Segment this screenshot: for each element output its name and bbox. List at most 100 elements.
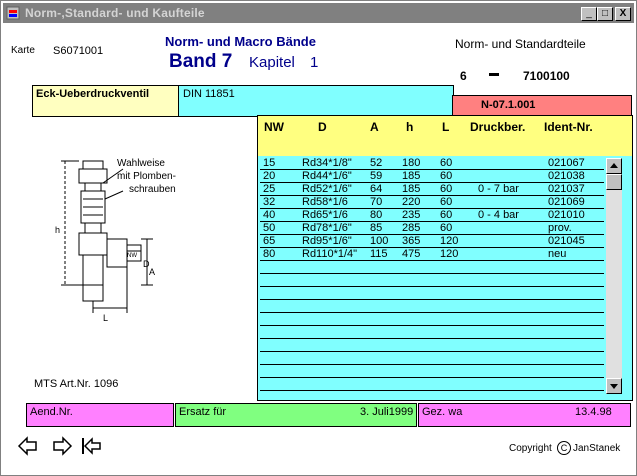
title-bar[interactable]: Norm-,Standard- und Kaufteile _ □ X xyxy=(3,3,634,23)
table-cell: 220 xyxy=(402,196,421,208)
drawing-note-1: Wahlweise xyxy=(117,158,165,169)
din-field: DIN 11851 xyxy=(178,85,454,117)
table-row[interactable]: 32 Rd58*1/6 70 220 60 021069 xyxy=(260,196,604,209)
table-cell: 021067 xyxy=(548,157,585,169)
table-row[interactable]: 15 Rd34*1/8" 52 180 60 021067 xyxy=(260,157,604,170)
arrow-first-icon[interactable] xyxy=(80,435,102,457)
ersatz-field[interactable]: Ersatz für 3. Juli1999 xyxy=(175,403,417,427)
arrow-left-icon[interactable] xyxy=(17,435,39,457)
table-cell: 15 xyxy=(263,157,276,169)
table-cell: 365 xyxy=(402,235,421,247)
mts-number: MTS Art.Nr. 1096 xyxy=(34,378,119,390)
arrow-right-icon[interactable] xyxy=(51,435,73,457)
table-cell: 40 xyxy=(263,209,276,221)
scroll-down-button[interactable] xyxy=(606,378,622,394)
table-cell: 120 xyxy=(440,248,459,260)
band-title: Band 7 xyxy=(169,51,233,72)
table-cell: Rd95*1/6" xyxy=(302,235,352,247)
table-cell: 65 xyxy=(263,235,276,247)
main-content: Karte S6071001 Norm- und Macro Bände Ban… xyxy=(3,23,634,473)
copyright-label: Copyright xyxy=(509,443,552,454)
table-cell: 185 xyxy=(402,183,421,195)
table-cell: 60 xyxy=(440,157,453,169)
copyright-symbol: C xyxy=(557,441,571,455)
scroll-up-button[interactable] xyxy=(606,158,622,174)
table-cell: Rd34*1/8" xyxy=(302,157,352,169)
table-cell: Rd44*1/6" xyxy=(302,170,352,182)
karte-value: S6071001 xyxy=(53,45,104,57)
table-cell: 0 - 4 bar xyxy=(478,209,519,221)
table-cell: 80 xyxy=(370,209,383,221)
table-cell: 120 xyxy=(440,235,459,247)
table-cell: 52 xyxy=(370,157,383,169)
table-cell: 32 xyxy=(263,196,276,208)
table-scrollbar[interactable] xyxy=(606,158,622,394)
table-cell: 60 xyxy=(440,222,453,234)
arrow-down-icon xyxy=(610,384,618,389)
table-cell: 021038 xyxy=(548,170,585,182)
scroll-thumb[interactable] xyxy=(606,174,622,190)
copyright-name: JanStanek xyxy=(573,443,621,454)
maximize-button[interactable]: □ xyxy=(597,7,613,21)
table-cell: 021069 xyxy=(548,196,585,208)
table-cell: 235 xyxy=(402,209,421,221)
part-name-field: Eck-Ueberdruckventil xyxy=(32,85,179,117)
col-d: D xyxy=(318,120,327,134)
series-title: Norm- und Macro Bände xyxy=(165,34,316,49)
minimize-button[interactable]: _ xyxy=(581,7,597,21)
separator-dash: ▬ xyxy=(489,68,499,79)
drawing-note-3: schrauben xyxy=(129,184,176,195)
table-cell: 60 xyxy=(440,183,453,195)
table-cell: 64 xyxy=(370,183,383,195)
col-nw: NW xyxy=(264,120,284,134)
catalog-number: 7100100 xyxy=(523,69,570,83)
table-cell: 475 xyxy=(402,248,421,260)
col-ident: Ident-Nr. xyxy=(544,120,593,134)
table-cell: 25 xyxy=(263,183,276,195)
table-cell: 60 xyxy=(440,196,453,208)
table-cell: 60 xyxy=(440,170,453,182)
svg-text:A: A xyxy=(149,267,155,277)
col-a: A xyxy=(370,120,379,134)
aend-field[interactable]: Aend.Nr. xyxy=(26,403,174,427)
table-cell: 85 xyxy=(370,222,383,234)
kapitel-label: Kapitel xyxy=(249,54,295,71)
app-icon xyxy=(6,6,20,20)
svg-text:NW: NW xyxy=(127,253,137,259)
table-cell: Rd110*1/4" xyxy=(302,248,358,260)
drawing-note-2: mit Plomben- xyxy=(117,171,176,182)
table-cell: 021037 xyxy=(548,183,585,195)
table-cell: 180 xyxy=(402,157,421,169)
table-cell: 021010 xyxy=(548,209,585,221)
table-cell: 115 xyxy=(370,248,388,260)
table-cell: 70 xyxy=(370,196,383,208)
parts-table: NW D A h L Druckber. Ident-Nr. 15 Rd34*1/… xyxy=(257,115,633,401)
table-header: NW D A h L Druckber. Ident-Nr. xyxy=(258,116,632,156)
table-cell: Rd58*1/6 xyxy=(302,196,348,208)
right-title: Norm- und Standardteile xyxy=(455,37,586,51)
karte-label: Karte xyxy=(11,45,35,56)
svg-text:L: L xyxy=(103,313,108,323)
table-cell: 50 xyxy=(263,222,276,234)
arrow-up-icon xyxy=(610,163,618,168)
table-cell: Rd78*1/6" xyxy=(302,222,352,234)
close-button[interactable]: X xyxy=(615,7,631,21)
gez-field[interactable]: Gez. wa 13.4.98 xyxy=(418,403,631,427)
table-cell: 80 xyxy=(263,248,276,260)
table-cell: 185 xyxy=(402,170,421,182)
window-title: Norm-,Standard- und Kaufteile xyxy=(25,6,205,20)
table-cell: 100 xyxy=(370,235,389,247)
kapitel-number: 1 xyxy=(310,54,319,71)
svg-text:h: h xyxy=(55,225,60,235)
group-number: 6 xyxy=(460,69,467,83)
valve-drawing: h L D NW A xyxy=(55,160,155,323)
table-cell: 285 xyxy=(402,222,421,234)
